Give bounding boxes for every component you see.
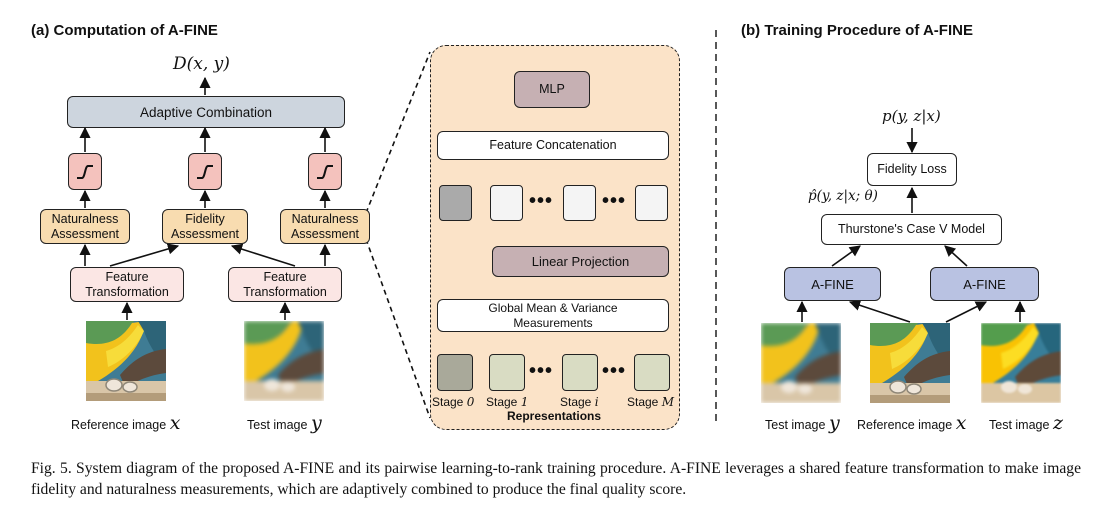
target-probability-label: p(y, z|x)	[882, 107, 941, 125]
sigmoid-block-right	[308, 153, 342, 190]
test-image-caption: Test image y	[247, 412, 322, 434]
reference-image-b-caption: Reference image x	[857, 412, 967, 434]
thurstone-model-box: Thurstone's Case V Model	[821, 214, 1002, 245]
stage-0-feature	[439, 185, 472, 221]
adaptive-combination-box: Adaptive Combination	[67, 96, 345, 128]
test-image-y-caption: Test image y	[765, 412, 840, 434]
stage-m-representation	[634, 354, 670, 391]
test-image-y	[244, 321, 324, 401]
stage-1-feature	[490, 185, 523, 221]
sigmoid-icon	[317, 164, 333, 179]
ellipsis-icon: •••	[602, 360, 627, 382]
linear-projection-box: Linear Projection	[492, 246, 669, 277]
parrot-image	[86, 321, 166, 401]
global-measurements-box: Global Mean & Variance Measurements	[437, 299, 669, 332]
panel-b-title: (b) Training Procedure of A-FINE	[741, 22, 973, 39]
parrot-image	[870, 323, 950, 403]
ellipsis-icon: •••	[529, 360, 554, 382]
panel-a-title: (a) Computation of A-FINE	[31, 22, 218, 39]
test-image-z-caption: Test image z	[989, 412, 1063, 434]
reference-image-b	[870, 323, 950, 403]
naturalness-assessment-right: Naturalness Assessment	[280, 209, 370, 244]
stage-1-representation	[489, 354, 525, 391]
stage-0-representation	[437, 354, 473, 391]
sigmoid-icon	[197, 164, 213, 179]
feature-transformation-left: Feature Transformation	[70, 267, 184, 302]
mlp-box: MLP	[514, 71, 590, 108]
feature-transformation-right: Feature Transformation	[228, 267, 342, 302]
representations-label: Representations	[507, 409, 602, 423]
stage-i-label: Stage i	[560, 395, 599, 409]
sigmoid-block-left	[68, 153, 102, 190]
stage-0-label: Stage 0	[432, 395, 475, 409]
fidelity-loss-box: Fidelity Loss	[867, 153, 957, 186]
fidelity-assessment: Fidelity Assessment	[162, 209, 248, 244]
naturalness-assessment-left: Naturalness Assessment	[40, 209, 130, 244]
ellipsis-icon: •••	[529, 190, 554, 212]
output-label: D(x, y)	[173, 54, 230, 74]
stage-i-feature	[563, 185, 596, 221]
stage-m-feature	[635, 185, 668, 221]
afine-block-left: A-FINE	[784, 267, 881, 301]
stage-i-representation	[562, 354, 598, 391]
reference-image-caption: Reference image x	[71, 412, 181, 434]
parrot-image	[761, 323, 841, 403]
test-image-y-b	[761, 323, 841, 403]
parrot-image	[981, 323, 1061, 403]
parrot-image	[244, 321, 324, 401]
afine-block-right: A-FINE	[930, 267, 1039, 301]
ellipsis-icon: •••	[602, 190, 627, 212]
test-image-z	[981, 323, 1061, 403]
reference-image	[86, 321, 166, 401]
feature-concatenation-box: Feature Concatenation	[437, 131, 669, 160]
sigmoid-icon	[77, 164, 93, 179]
stage-m-label: Stage M	[627, 395, 674, 409]
stage-1-label: Stage 1	[486, 395, 529, 409]
figure-caption: Fig. 5. System diagram of the proposed A…	[31, 460, 1081, 498]
sigmoid-block-center	[188, 153, 222, 190]
estimated-probability-label: p̂(y, z|x; θ)	[808, 188, 878, 204]
